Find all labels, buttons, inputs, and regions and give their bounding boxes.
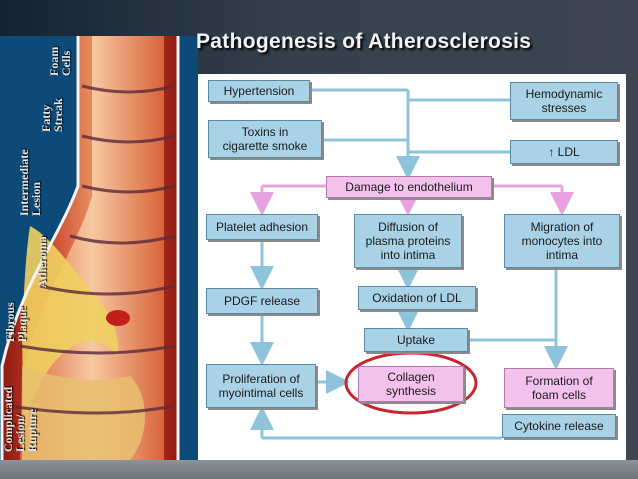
collagen-highlight-ellipse (344, 351, 478, 415)
stage-label-atheroma: Atheroma (35, 236, 49, 288)
node-diffusion: Diffusion of plasma proteins into intima (354, 214, 462, 268)
stage-label-fatty-streak: Fatty Streak (39, 98, 65, 132)
node-toxins-label: Toxins in cigarette smoke (222, 125, 308, 153)
node-platelet-label: Platelet adhesion (215, 220, 309, 234)
node-uptake: Uptake (364, 328, 468, 352)
node-uptake-label: Uptake (396, 333, 436, 347)
node-toxins: Toxins in cigarette smoke (208, 120, 322, 158)
node-platelet: Platelet adhesion (206, 214, 318, 240)
node-collagen: Collagen synthesis (358, 366, 464, 402)
node-ldl: ↑ LDL (510, 140, 618, 164)
node-cytokine: Cytokine release (502, 414, 616, 438)
node-ldl-label: ↑ LDL (548, 145, 580, 159)
node-migration-label: Migration of monocytes into intima (521, 220, 603, 262)
node-diffusion-label: Diffusion of plasma proteins into intima (365, 220, 451, 262)
node-cytokine-label: Cytokine release (514, 419, 604, 433)
flow-diagram: Hypertension Toxins in cigarette smoke H… (198, 74, 626, 460)
node-damage-label: Damage to endothelium (345, 180, 473, 194)
node-hemodynamic-label: Hemodynamic stresses (525, 87, 603, 115)
node-collagen-label: Collagen synthesis (385, 370, 437, 398)
stage-label-complicated-lesion: Complicated Lesion/ Rupture (1, 386, 39, 452)
node-hypertension-label: Hypertension (223, 84, 295, 98)
stage-label-fibrous-plaque: Fibrous Plaque (3, 302, 29, 342)
stage-label-intermediate-lesion: Intermediate Lesion (17, 149, 43, 216)
flow-arrows (250, 88, 574, 440)
node-damage: Damage to endothelium (326, 176, 492, 198)
node-pdgf: PDGF release (206, 288, 318, 314)
node-proliferation-label: Proliferation of myointimal cells (218, 372, 304, 400)
artery-illustration (0, 36, 180, 460)
stage-label-foam-cells: Foam Cells (47, 46, 73, 76)
node-oxidation-label: Oxidation of LDL (372, 291, 462, 305)
slide-footer-strip (0, 460, 638, 479)
node-foam-formation-label: Formation of foam cells (525, 374, 593, 402)
node-oxidation: Oxidation of LDL (358, 286, 476, 310)
node-pdgf-label: PDGF release (223, 294, 301, 308)
node-proliferation: Proliferation of myointimal cells (206, 364, 316, 408)
node-hypertension: Hypertension (208, 80, 310, 102)
node-foam-formation: Formation of foam cells (504, 368, 614, 408)
slide-title: Pathogenesis of Atherosclerosis (196, 30, 532, 53)
node-hemodynamic: Hemodynamic stresses (510, 82, 618, 120)
node-migration: Migration of monocytes into intima (504, 214, 620, 268)
